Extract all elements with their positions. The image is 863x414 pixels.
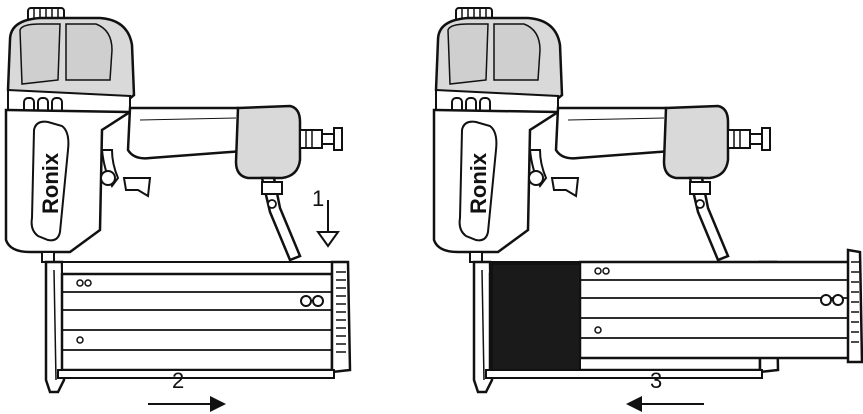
step-3-label: 3 xyxy=(650,368,662,393)
step-2-label: 2 xyxy=(172,368,184,393)
brand-logo-right: Ronix xyxy=(466,152,491,214)
left-arrow-icon xyxy=(626,396,704,412)
brand-logo-left: Ronix xyxy=(38,152,63,214)
down-arrow-icon xyxy=(316,200,340,248)
nail-strip xyxy=(491,263,581,371)
step-1-label: 1 xyxy=(312,186,324,211)
nailer-right xyxy=(432,6,863,394)
right-arrow-icon xyxy=(148,396,226,412)
